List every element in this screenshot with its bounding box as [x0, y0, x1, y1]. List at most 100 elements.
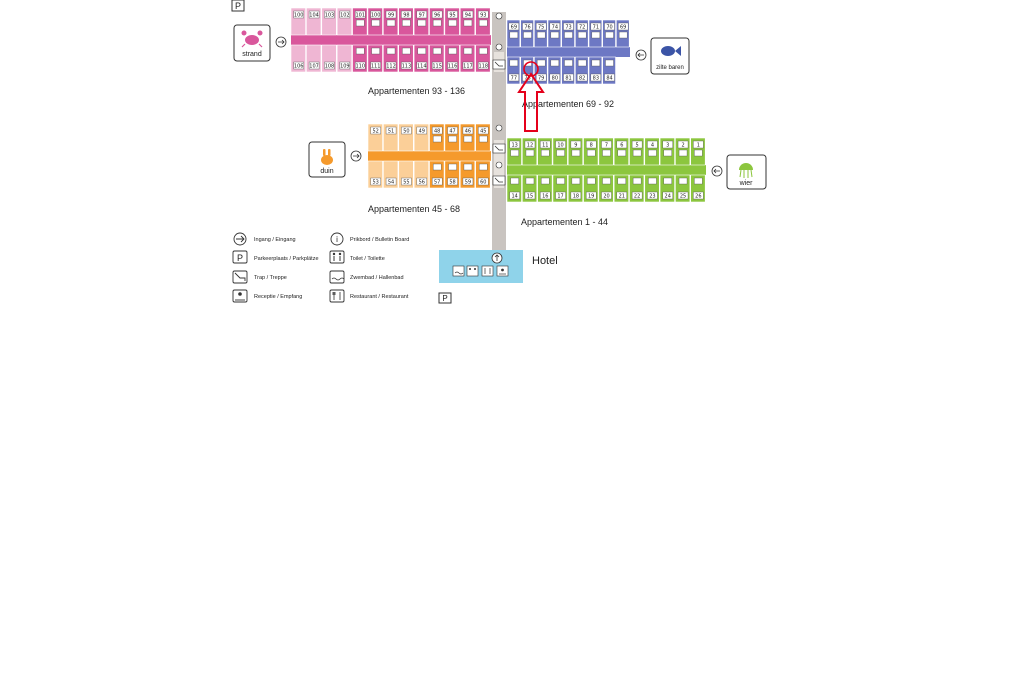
apartment-unit[interactable]: 8 — [583, 137, 599, 166]
apartment-unit[interactable]: 69 — [506, 19, 521, 48]
apartment-unit[interactable]: 70 — [602, 19, 616, 48]
apartment-unit[interactable]: 23 — [644, 174, 660, 203]
unit-feature-icon — [371, 47, 380, 55]
apartment-unit[interactable]: 118 — [475, 44, 491, 73]
apartment-unit[interactable]: 26 — [690, 174, 706, 203]
apartment-unit[interactable]: 93 — [475, 7, 491, 36]
apartment-unit[interactable]: 9 — [567, 137, 584, 166]
apartment-unit[interactable]: 56 — [413, 160, 429, 189]
apartment-unit[interactable]: 111 — [367, 44, 383, 73]
apartment-unit[interactable]: 55 — [398, 160, 414, 189]
apartment-unit[interactable]: 49 — [413, 123, 429, 152]
apartment-unit[interactable]: 100 — [367, 7, 383, 36]
apartment-unit[interactable]: 57 — [429, 160, 445, 189]
apartment-unit[interactable]: 98 — [398, 7, 414, 36]
apartment-unit[interactable]: 15 — [522, 174, 538, 203]
apartment-unit[interactable]: 11 — [537, 137, 553, 166]
apartment-unit[interactable]: 107 — [306, 44, 322, 73]
apartment-unit[interactable]: 94 — [459, 7, 476, 36]
apartment-unit[interactable]: 59 — [459, 160, 476, 189]
apartment-unit[interactable]: 17 — [552, 174, 568, 203]
apartment-unit[interactable]: 4 — [644, 137, 660, 166]
apartment-unit[interactable]: 79 — [534, 56, 548, 85]
apartment-unit[interactable]: 106 — [290, 44, 306, 73]
apartment-unit[interactable]: 96 — [429, 7, 445, 36]
apartment-unit[interactable]: 52 — [367, 123, 383, 152]
apartment-unit[interactable]: 75 — [534, 19, 548, 48]
apartment-unit[interactable]: 24 — [659, 174, 675, 203]
apartment-unit[interactable]: 112 — [383, 44, 399, 73]
apartment-unit[interactable]: 1 — [690, 137, 706, 166]
apartment-unit[interactable]: 110 — [352, 44, 368, 73]
apartment-unit[interactable]: 54 — [383, 160, 399, 189]
reception-icon — [496, 265, 509, 277]
apartment-unit[interactable]: 84 — [602, 56, 616, 85]
apartment-unit[interactable]: 45 — [475, 123, 491, 152]
apartment-unit[interactable]: 102 — [336, 7, 353, 36]
apartment-unit[interactable]: 58 — [444, 160, 460, 189]
apartment-unit[interactable]: 108 — [321, 44, 337, 73]
apartment-unit[interactable]: 99 — [383, 7, 399, 36]
apartment-unit[interactable]: 72 — [575, 19, 589, 48]
apartment-unit[interactable]: 7 — [598, 137, 614, 166]
apartment-unit[interactable]: 3 — [659, 137, 675, 166]
apartment-unit[interactable]: 71 — [588, 19, 603, 48]
apartment-unit[interactable]: 53 — [367, 160, 383, 189]
apartment-unit[interactable]: 95 — [444, 7, 460, 36]
unit-feature-icon — [448, 19, 457, 27]
entrance-wier[interactable]: wier — [711, 154, 767, 190]
apartment-unit[interactable]: 104 — [306, 7, 322, 36]
apartment-unit[interactable]: 74 — [547, 19, 562, 48]
apartment-unit[interactable]: 77 — [506, 56, 521, 85]
apartment-unit[interactable]: 82 — [575, 56, 589, 85]
apartment-unit[interactable]: 115 — [429, 44, 445, 73]
apartment-unit[interactable]: 22 — [629, 174, 645, 203]
unit-feature-icon — [663, 149, 672, 157]
arrow-circle-icon — [635, 49, 647, 61]
apartment-unit[interactable]: 50 — [398, 123, 414, 152]
apartment-unit[interactable]: 81 — [561, 56, 575, 85]
apartment-unit[interactable]: 46 — [459, 123, 476, 152]
unit-feature-icon — [571, 149, 581, 157]
apartment-unit[interactable]: 14 — [506, 174, 522, 203]
apartment-unit[interactable]: 51 — [383, 123, 399, 152]
entrance-zilte-baren[interactable]: zilte baren — [635, 37, 690, 75]
apartment-unit[interactable]: 21 — [613, 174, 629, 203]
apartment-unit[interactable]: 76 — [520, 19, 534, 48]
entrance-strand[interactable]: strand — [233, 24, 287, 62]
apartment-unit[interactable]: 18 — [567, 174, 584, 203]
apartment-unit[interactable]: 10 — [552, 137, 568, 166]
apartment-unit[interactable]: 48 — [429, 123, 445, 152]
apartment-unit[interactable]: 16 — [537, 174, 553, 203]
apartment-number: 7 — [605, 142, 608, 148]
apartment-unit[interactable]: 20 — [598, 174, 614, 203]
apartment-unit[interactable]: 13 — [506, 137, 522, 166]
apartment-unit[interactable]: 73 — [561, 19, 575, 48]
apartment-unit[interactable]: 19 — [583, 174, 599, 203]
apartment-unit[interactable]: 5 — [629, 137, 645, 166]
apartment-unit[interactable]: 114 — [413, 44, 429, 73]
apartment-unit[interactable]: 25 — [675, 174, 691, 203]
entrance-duin[interactable]: duin — [308, 141, 362, 178]
unit-feature-icon — [523, 31, 532, 39]
apartment-unit[interactable]: 60 — [475, 160, 491, 189]
apartment-unit[interactable]: 117 — [459, 44, 476, 73]
apartment-unit[interactable]: 47 — [444, 123, 460, 152]
apartment-unit[interactable]: 101 — [352, 7, 368, 36]
apartment-unit[interactable]: 97 — [413, 7, 429, 36]
apartment-unit[interactable]: 6 — [613, 137, 629, 166]
apartment-unit[interactable]: 100 — [290, 7, 306, 36]
apartment-unit[interactable]: 83 — [588, 56, 603, 85]
apartment-unit[interactable]: 12 — [522, 137, 538, 166]
svg-text:i: i — [336, 235, 338, 244]
apartment-unit[interactable]: 103 — [321, 7, 337, 36]
apartment-unit[interactable]: 69 — [616, 19, 630, 48]
apartment-unit[interactable]: 116 — [444, 44, 460, 73]
apartment-unit[interactable]: 113 — [398, 44, 414, 73]
apartment-unit[interactable]: 80 — [547, 56, 562, 85]
apartment-unit[interactable]: 109 — [336, 44, 353, 73]
apartment-unit[interactable]: 2 — [675, 137, 691, 166]
svg-text:Restaurant / Restaurant: Restaurant / Restaurant — [350, 294, 409, 300]
apartment-number: 49 — [419, 128, 425, 134]
